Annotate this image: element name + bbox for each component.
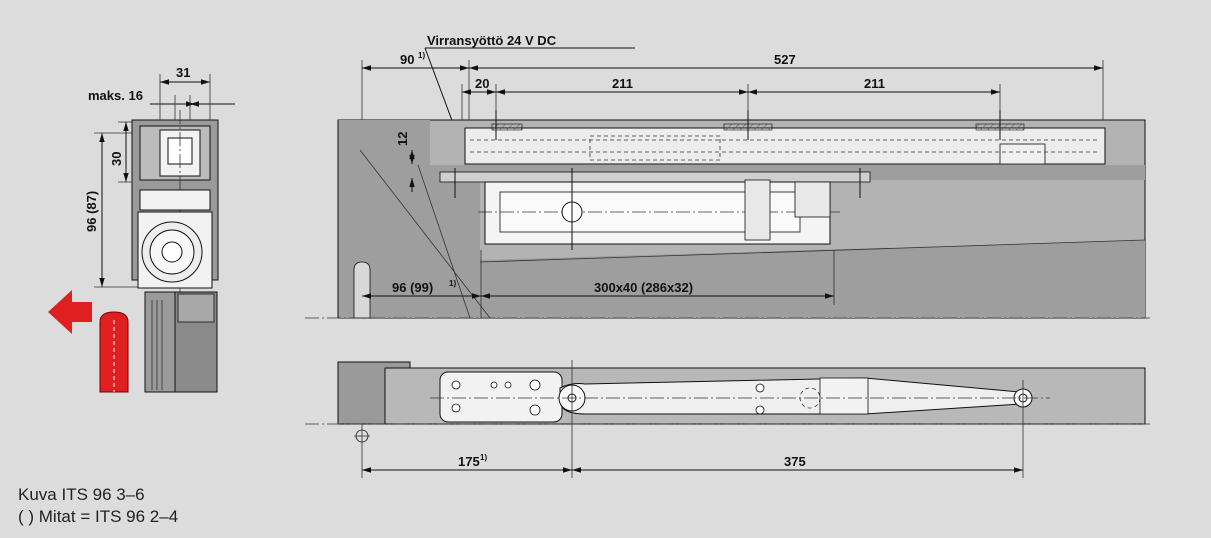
plan-view: 175 1) 375: [305, 360, 1150, 478]
dim-maks-16: maks. 16: [88, 88, 143, 103]
dim-90: 90: [400, 52, 414, 67]
dim-175-note: 1): [480, 453, 487, 462]
dim-175: 175: [458, 454, 480, 469]
caption-line-2: ( ) Mitat = ITS 96 2–4: [18, 507, 178, 526]
dim-96-99-note: 1): [449, 279, 456, 288]
dim-12: 12: [395, 132, 410, 146]
dim-pocket: 300x40 (286x32): [594, 280, 693, 295]
dim-31: 31: [176, 65, 190, 80]
arrow-left-icon: [48, 290, 92, 334]
caption-line-1: Kuva ITS 96 3–6: [18, 485, 145, 504]
power-supply-label: Virransyöttö 24 V DC: [427, 33, 557, 48]
dim-96-87: 96 (87): [84, 191, 99, 232]
dim-96-99: 96 (99): [392, 280, 433, 295]
dim-30: 30: [109, 152, 124, 166]
elevation-view: Virransyöttö 24 V DC 90 1) 527 20 211 21…: [305, 33, 1150, 319]
dim-20: 20: [475, 76, 489, 91]
dim-211-b: 211: [864, 76, 885, 91]
dim-90-note: 1): [418, 51, 425, 60]
caption: Kuva ITS 96 3–6 ( ) Mitat = ITS 96 2–4: [18, 485, 178, 526]
section-view: 31 maks. 16 30 96 (87): [48, 65, 235, 393]
dim-211-a: 211: [612, 76, 633, 91]
dim-527: 527: [774, 52, 796, 67]
dim-375: 375: [784, 454, 806, 469]
